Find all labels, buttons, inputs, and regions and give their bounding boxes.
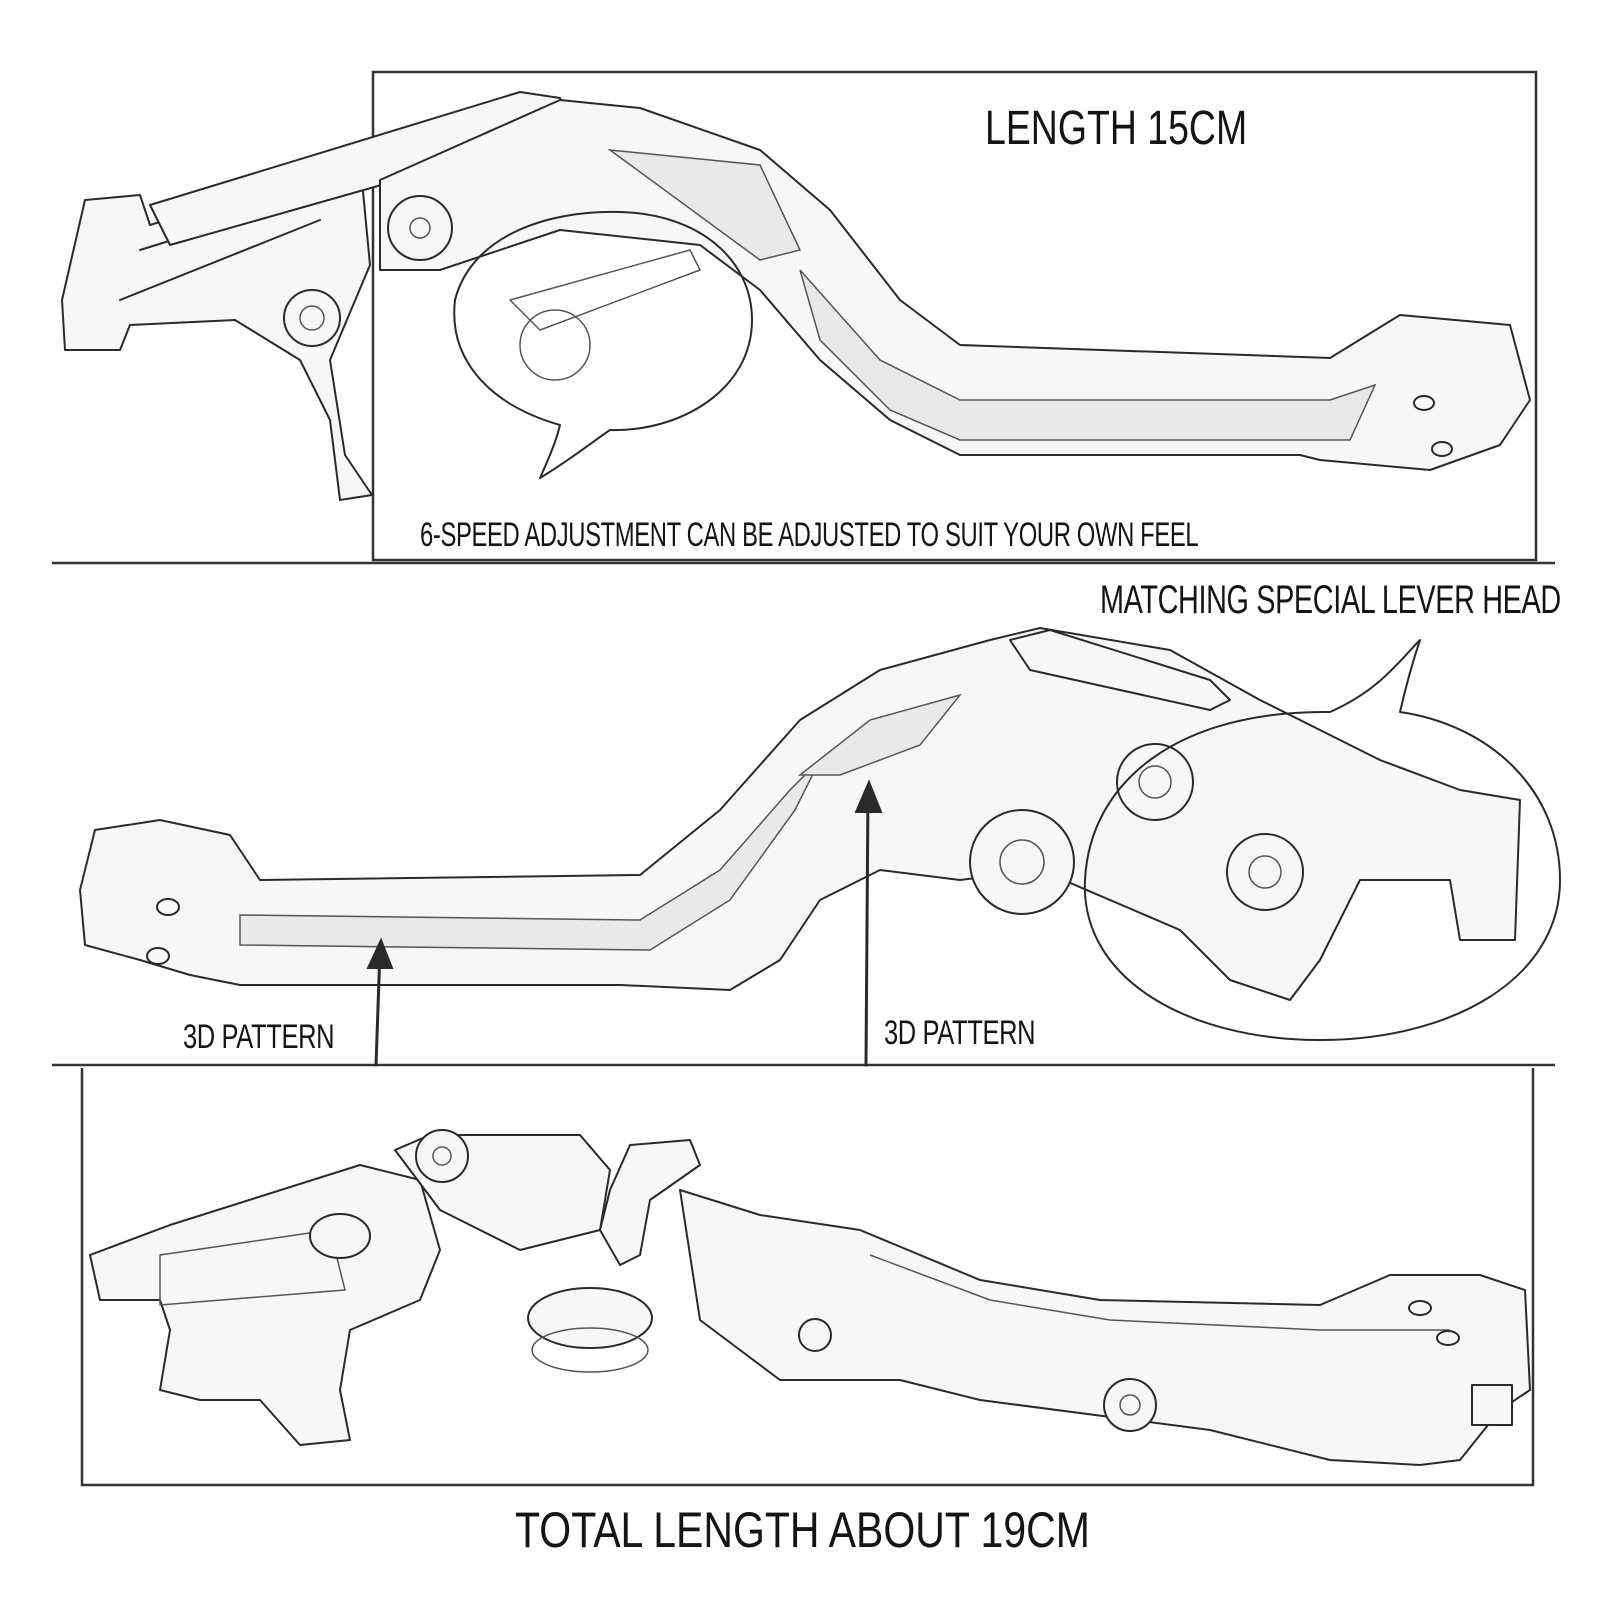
long-lever-drawing	[79, 627, 1561, 1067]
top-panel-title: LENGTH 15CM	[985, 102, 1248, 155]
bottom-panel-frame	[80, 1068, 1535, 1487]
3d-pattern-label-right: 3D PATTERN	[884, 1014, 1036, 1052]
total-length-caption: TOTAL LENGTH ABOUT 19CM	[515, 1502, 1090, 1558]
3d-pattern-label-left: 3D PATTERN	[183, 1018, 335, 1056]
lever-head-label: MATCHING SPECIAL LEVER HEAD	[1100, 578, 1561, 622]
top-panel-frame	[52, 70, 1555, 565]
top-panel-caption: 6-SPEED ADJUSTMENT CAN BE ADJUSTED TO SU…	[420, 516, 1199, 554]
full-lever-drawing	[89, 1129, 1531, 1466]
short-lever-drawing	[61, 91, 1531, 501]
